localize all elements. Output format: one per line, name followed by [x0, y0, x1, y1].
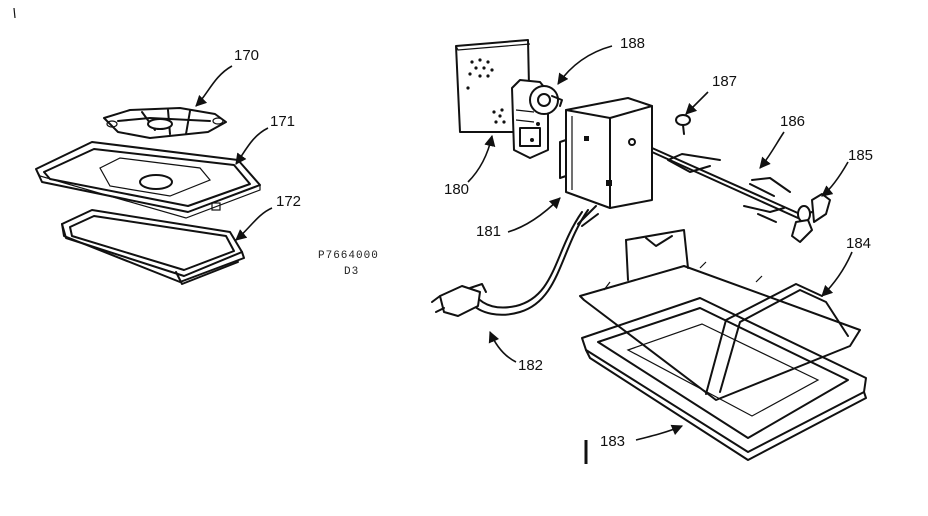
- part-172-broiler-pan: [61, 209, 245, 285]
- part-188-rotisserie-motor: [511, 79, 563, 159]
- callout-183: 183: [600, 433, 625, 450]
- callout-181: 181: [476, 223, 501, 240]
- callout-185: 185: [848, 147, 873, 164]
- callout-182: 182: [518, 357, 543, 374]
- part-182-power-cord: [431, 205, 599, 317]
- leader-lines: [195, 45, 853, 441]
- callout-184: 184: [846, 235, 871, 252]
- drawing-revision: D3: [344, 266, 359, 278]
- part-187-screw: [675, 114, 691, 135]
- part-185-spit-handle: [791, 193, 831, 243]
- callout-172: 172: [276, 193, 301, 210]
- callout-170: 170: [234, 47, 259, 64]
- part-186-spit-rod: [651, 147, 801, 223]
- callout-171: 171: [270, 113, 295, 130]
- part-184-wire-rack: [579, 229, 861, 401]
- part-170-broiler-grid: [103, 107, 227, 139]
- callout-186: 186: [780, 113, 805, 130]
- scan-mark: [13, 7, 16, 19]
- callout-188: 188: [620, 35, 645, 52]
- part-181-motor-housing: [559, 97, 653, 209]
- callout-180: 180: [444, 181, 469, 198]
- callout-187: 187: [712, 73, 737, 90]
- part-171-broiler-pan-insert: [35, 141, 261, 219]
- drawing-code: P7664000: [318, 250, 379, 262]
